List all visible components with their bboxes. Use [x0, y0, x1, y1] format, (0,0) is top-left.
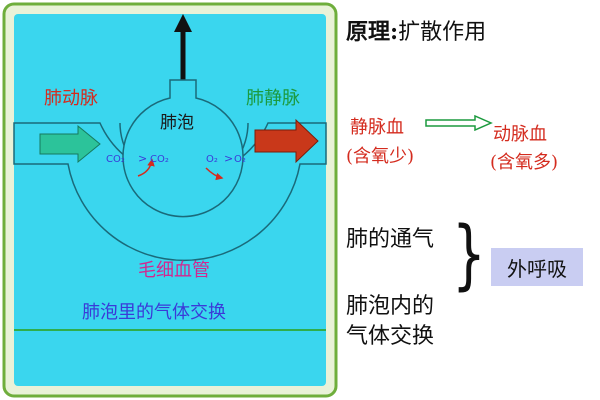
- gas-label-co2-alveolus: CO₂: [150, 154, 169, 165]
- gas-label-co2-blood: CO₂: [106, 154, 125, 165]
- alveolus-gas-exchange-diagram: CO₂ CO₂ O₂ O₂ > > 肺动脉 肺静脉 肺泡 毛细血管 肺泡里的气体…: [2, 2, 338, 398]
- external-respiration-box: 外呼吸: [491, 248, 583, 286]
- alveolus-label: 肺泡: [160, 113, 194, 133]
- o2-diffusion-arrow-icon: [205, 167, 224, 181]
- alveolar-exchange-label-line2: 气体交换: [346, 324, 435, 349]
- venous-blood-note: (含氧少): [346, 146, 415, 167]
- alveolar-exchange-label-line1: 肺泡内的: [346, 294, 435, 319]
- pulmonary-artery-label: 肺动脉: [44, 88, 98, 109]
- venous-blood-label: 静脉血: [350, 117, 404, 138]
- principle-label: 原理:: [346, 19, 399, 45]
- gas-arrow-glyph-1: >: [138, 152, 147, 165]
- alveolus-sac: [122, 79, 244, 218]
- external-respiration-label: 外呼吸: [507, 256, 567, 281]
- gas-label-o2-blood: O₂: [234, 154, 246, 165]
- gas-arrow-glyph-2: >: [224, 152, 233, 165]
- right-brace-icon: }: [452, 209, 486, 298]
- arterial-blood-label: 动脉血: [493, 124, 547, 145]
- arterial-blood-note: (含氧多): [490, 152, 559, 173]
- artery-flow-arrow-icon: [39, 124, 101, 164]
- air-flow-arrow-up-icon: [174, 14, 192, 32]
- co2-diffusion-arrow-icon: [137, 158, 155, 177]
- principle-line: 原理:扩散作用: [346, 14, 486, 46]
- diagram-caption: 肺泡里的气体交换: [82, 302, 226, 323]
- pulmonary-vein-label: 肺静脉: [246, 88, 300, 109]
- vein-flow-arrow-icon: [254, 118, 319, 164]
- blood-conversion-arrow-icon: [425, 115, 493, 131]
- capillary-label: 毛细血管: [138, 260, 210, 281]
- gas-label-o2-alveolus: O₂: [206, 154, 218, 165]
- lung-ventilation-label: 肺的通气: [346, 227, 435, 252]
- principle-text: 扩散作用: [398, 20, 487, 45]
